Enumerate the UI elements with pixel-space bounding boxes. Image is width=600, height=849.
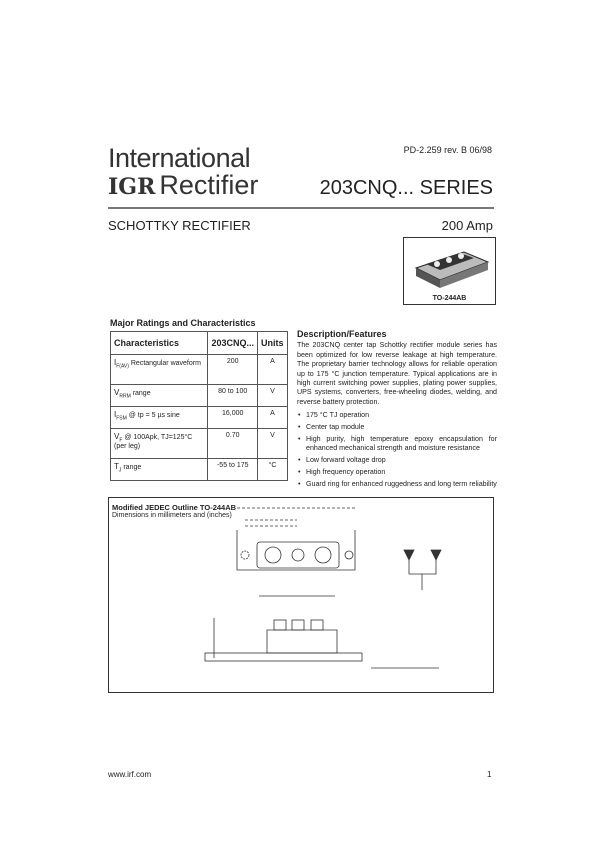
package-label: TO-244AB xyxy=(432,295,467,302)
symbol-subscript: F(AV) xyxy=(116,363,129,370)
symbol-subscript: F xyxy=(119,437,123,444)
drawing-title: Modified JEDEC Outline TO-244AB xyxy=(112,503,237,512)
value-cell: 200 xyxy=(207,354,258,385)
table-header: Characteristics 203CNQ... Units xyxy=(109,331,288,355)
description-text: The 203CNQ center tap Schottky rectifier… xyxy=(297,341,497,406)
description: Description/Features The 203CNQ center t… xyxy=(297,329,497,492)
condition: @ tp = 5 µs sine xyxy=(128,412,180,419)
symbol: I xyxy=(114,358,117,367)
package-image: TO-244AB xyxy=(403,237,496,305)
unit-cell: V xyxy=(257,384,288,407)
characteristic-cell: TJ range xyxy=(109,458,209,481)
current-rating: 200 Amp xyxy=(441,218,493,233)
value-cell: 16,000 xyxy=(207,406,258,429)
logo-international: International xyxy=(108,143,251,173)
condition: range xyxy=(132,390,151,397)
unit-cell: °C xyxy=(257,458,288,481)
ratings-table: Characteristics 203CNQ... Units IF(AV) R… xyxy=(109,331,288,481)
header-units: Units xyxy=(257,331,288,355)
table-row: TJ range-55 to 175°C xyxy=(109,458,288,481)
unit-cell: A xyxy=(257,354,288,385)
module-illustration xyxy=(414,251,490,288)
symbol-subscript: J xyxy=(118,467,122,474)
unit-cell: A xyxy=(257,406,288,429)
characteristic-cell: VF @ 100Apk, TJ=125°C (per leg) xyxy=(109,428,209,459)
feature-item: High purity, high temperature epoxy enca… xyxy=(297,435,497,454)
ratings-title: Major Ratings and Characteristics xyxy=(110,318,256,328)
characteristic-cell: VRRM range xyxy=(109,384,209,407)
symbol-subscript: FSM xyxy=(116,415,127,422)
condition: Rectangular waveform xyxy=(130,360,201,367)
condition: range xyxy=(123,464,142,471)
description-title: Description/Features xyxy=(297,329,387,339)
unit-cell: V xyxy=(257,428,288,459)
doc-number: PD-2.259 rev. B 06/98 xyxy=(403,145,492,155)
condition: @ 100Apk, TJ=125°C (per leg) xyxy=(114,434,193,451)
footer-url[interactable]: www.irf.com xyxy=(108,770,152,779)
divider xyxy=(108,207,494,209)
page-number: 1 xyxy=(487,770,492,779)
symbol-subscript: RRM xyxy=(119,393,131,400)
characteristic-cell: IFSM @ tp = 5 µs sine xyxy=(109,406,209,429)
feature-item: Guard ring for enhanced ruggedness and l… xyxy=(297,480,497,490)
characteristic-cell: IF(AV) Rectangular waveform xyxy=(109,354,209,385)
dimension-drawing xyxy=(204,507,442,669)
value-cell: -55 to 175 xyxy=(207,458,258,481)
subtitle: SCHOTTKY RECTIFIER xyxy=(108,218,251,233)
feature-list: 175 °C TJ operation Center tap module Hi… xyxy=(297,411,497,490)
feature-item: 175 °C TJ operation xyxy=(297,411,497,421)
symbol: T xyxy=(114,462,119,471)
header-characteristics: Characteristics xyxy=(109,331,209,355)
symbol: V xyxy=(114,432,120,441)
value-cell: 80 to 100 xyxy=(207,384,258,407)
outline-drawing: Modified JEDEC Outline TO-244AB Dimensio… xyxy=(108,497,494,693)
symbol: V xyxy=(114,388,120,397)
symbol: I xyxy=(114,410,117,419)
series-title: 203CNQ... SERIES xyxy=(319,177,493,199)
value-cell: 0.70 xyxy=(207,428,258,459)
ior-logo-mark: IGR xyxy=(108,174,156,200)
feature-item: Low forward voltage drop xyxy=(297,456,497,466)
feature-item: High frequency operation xyxy=(297,468,497,478)
header-part: 203CNQ... xyxy=(207,331,258,355)
drawing-subtitle: Dimensions in millimeters and (inches) xyxy=(112,512,232,519)
feature-item: Center tap module xyxy=(297,423,497,433)
